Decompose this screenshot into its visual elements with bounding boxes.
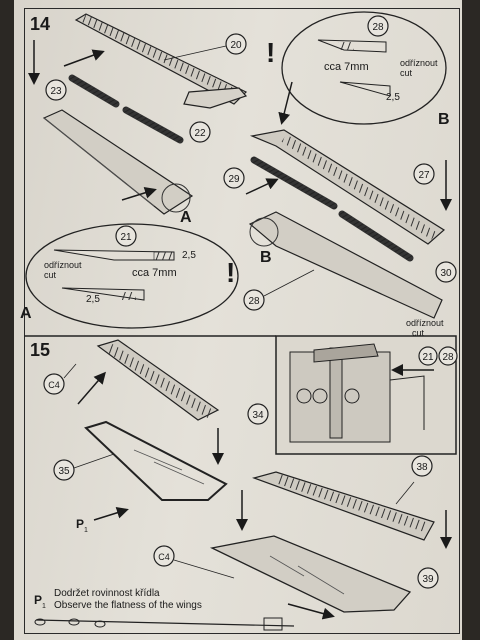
svg-text:28: 28 [442,352,454,363]
callout-38: 38 [411,455,433,477]
svg-text:35: 35 [58,466,70,477]
svg-text:cut: cut [44,270,57,280]
detail-b-label: B [438,111,450,128]
p1-marker: P 1 [76,517,88,534]
wing-part-27 [249,129,446,245]
svg-text:1: 1 [84,527,88,534]
callout-23: 23 [45,79,67,101]
note-symbol: P [34,593,42,607]
arrow-to-coil-29 [245,178,279,195]
wing-part-20 [74,13,248,109]
inset-cut-cz: odříznout [406,318,444,328]
instruction-sheet: 14 20 23 22 [14,0,462,640]
callout-30: 30 [435,261,457,283]
arrow-to-wing-20 [63,49,105,67]
svg-text:C4: C4 [158,552,170,562]
arrow-p1 [93,506,129,521]
warning-mark-a: ! [226,257,235,288]
svg-text:P: P [76,517,84,531]
callout-20: 20 [163,33,247,61]
warning-mark-b: ! [266,37,275,68]
wing-part-38 [252,471,435,541]
callout-35: 35 [53,453,115,481]
arrow-to-detail-a [121,186,157,201]
note-symbol-sub: 1 [42,603,46,610]
wing-assembly-left [42,109,194,215]
detail-b-callout: 28 cca 7mm odříznout cut 2,5 [281,11,447,125]
svg-text:23: 23 [50,86,62,97]
wing-part-34 [96,339,220,421]
step-14-number: 14 [30,14,50,34]
svg-text:odříznout: odříznout [44,260,82,270]
arrow-to-wing-34 [77,371,106,405]
svg-text:29: 29 [228,174,240,185]
svg-text:34: 34 [252,410,264,421]
svg-text:2,5: 2,5 [386,92,400,103]
wing-part-28 [248,211,443,319]
svg-text:21: 21 [422,352,434,363]
page-frame [24,8,460,634]
inset-ref-28: 28 [438,346,458,366]
detail-b-marker: B [260,249,272,266]
svg-text:cut: cut [400,68,413,78]
arrow-to-wing-39 [287,603,335,620]
svg-text:21: 21 [120,232,132,243]
note-czech: Dodržet rovinnost křídla [54,588,160,599]
callout-c4-top: C4 [43,363,77,395]
svg-text:cca 7mm: cca 7mm [324,61,369,73]
svg-text:2,5: 2,5 [182,250,196,261]
svg-text:28: 28 [372,22,384,33]
detail-a-label: A [20,305,32,322]
callout-27: 27 [413,163,435,185]
svg-text:22: 22 [194,128,206,139]
note-english: Observe the flatness of the wings [54,600,202,611]
callout-34: 34 [247,403,269,425]
detail-a-marker: A [180,209,192,226]
flatness-note: P 1 Dodržet rovinnost křídla Observe the… [34,588,295,631]
wing-part-39 [209,535,412,613]
svg-text:C4: C4 [48,380,60,390]
svg-text:28: 28 [248,296,260,307]
svg-text:20: 20 [230,40,242,51]
detail-a-callout: 21 2,5 odříznout cut cca 7mm 2,5 [25,223,239,329]
svg-text:38: 38 [416,462,428,473]
callout-39: 39 [417,567,439,589]
inset-ref-21: 21 [418,346,438,366]
svg-text:odříznout: odříznout [400,58,438,68]
callout-29: 29 [223,167,245,189]
callout-22: 22 [189,121,211,143]
inset-cut-en: cut [412,328,425,338]
wing-part-35 [84,420,228,501]
step-15-number: 15 [30,340,50,360]
assembly-diagram: 14 20 23 22 [20,11,458,631]
svg-text:27: 27 [418,170,430,181]
arrow-detail-b [278,81,293,125]
svg-text:cca 7mm: cca 7mm [132,267,177,279]
svg-text:30: 30 [440,268,452,279]
svg-text:39: 39 [422,574,434,585]
svg-text:2,5: 2,5 [86,294,100,305]
callout-c4-bottom: C4 [153,545,235,579]
callout-28: 28 [243,269,315,311]
